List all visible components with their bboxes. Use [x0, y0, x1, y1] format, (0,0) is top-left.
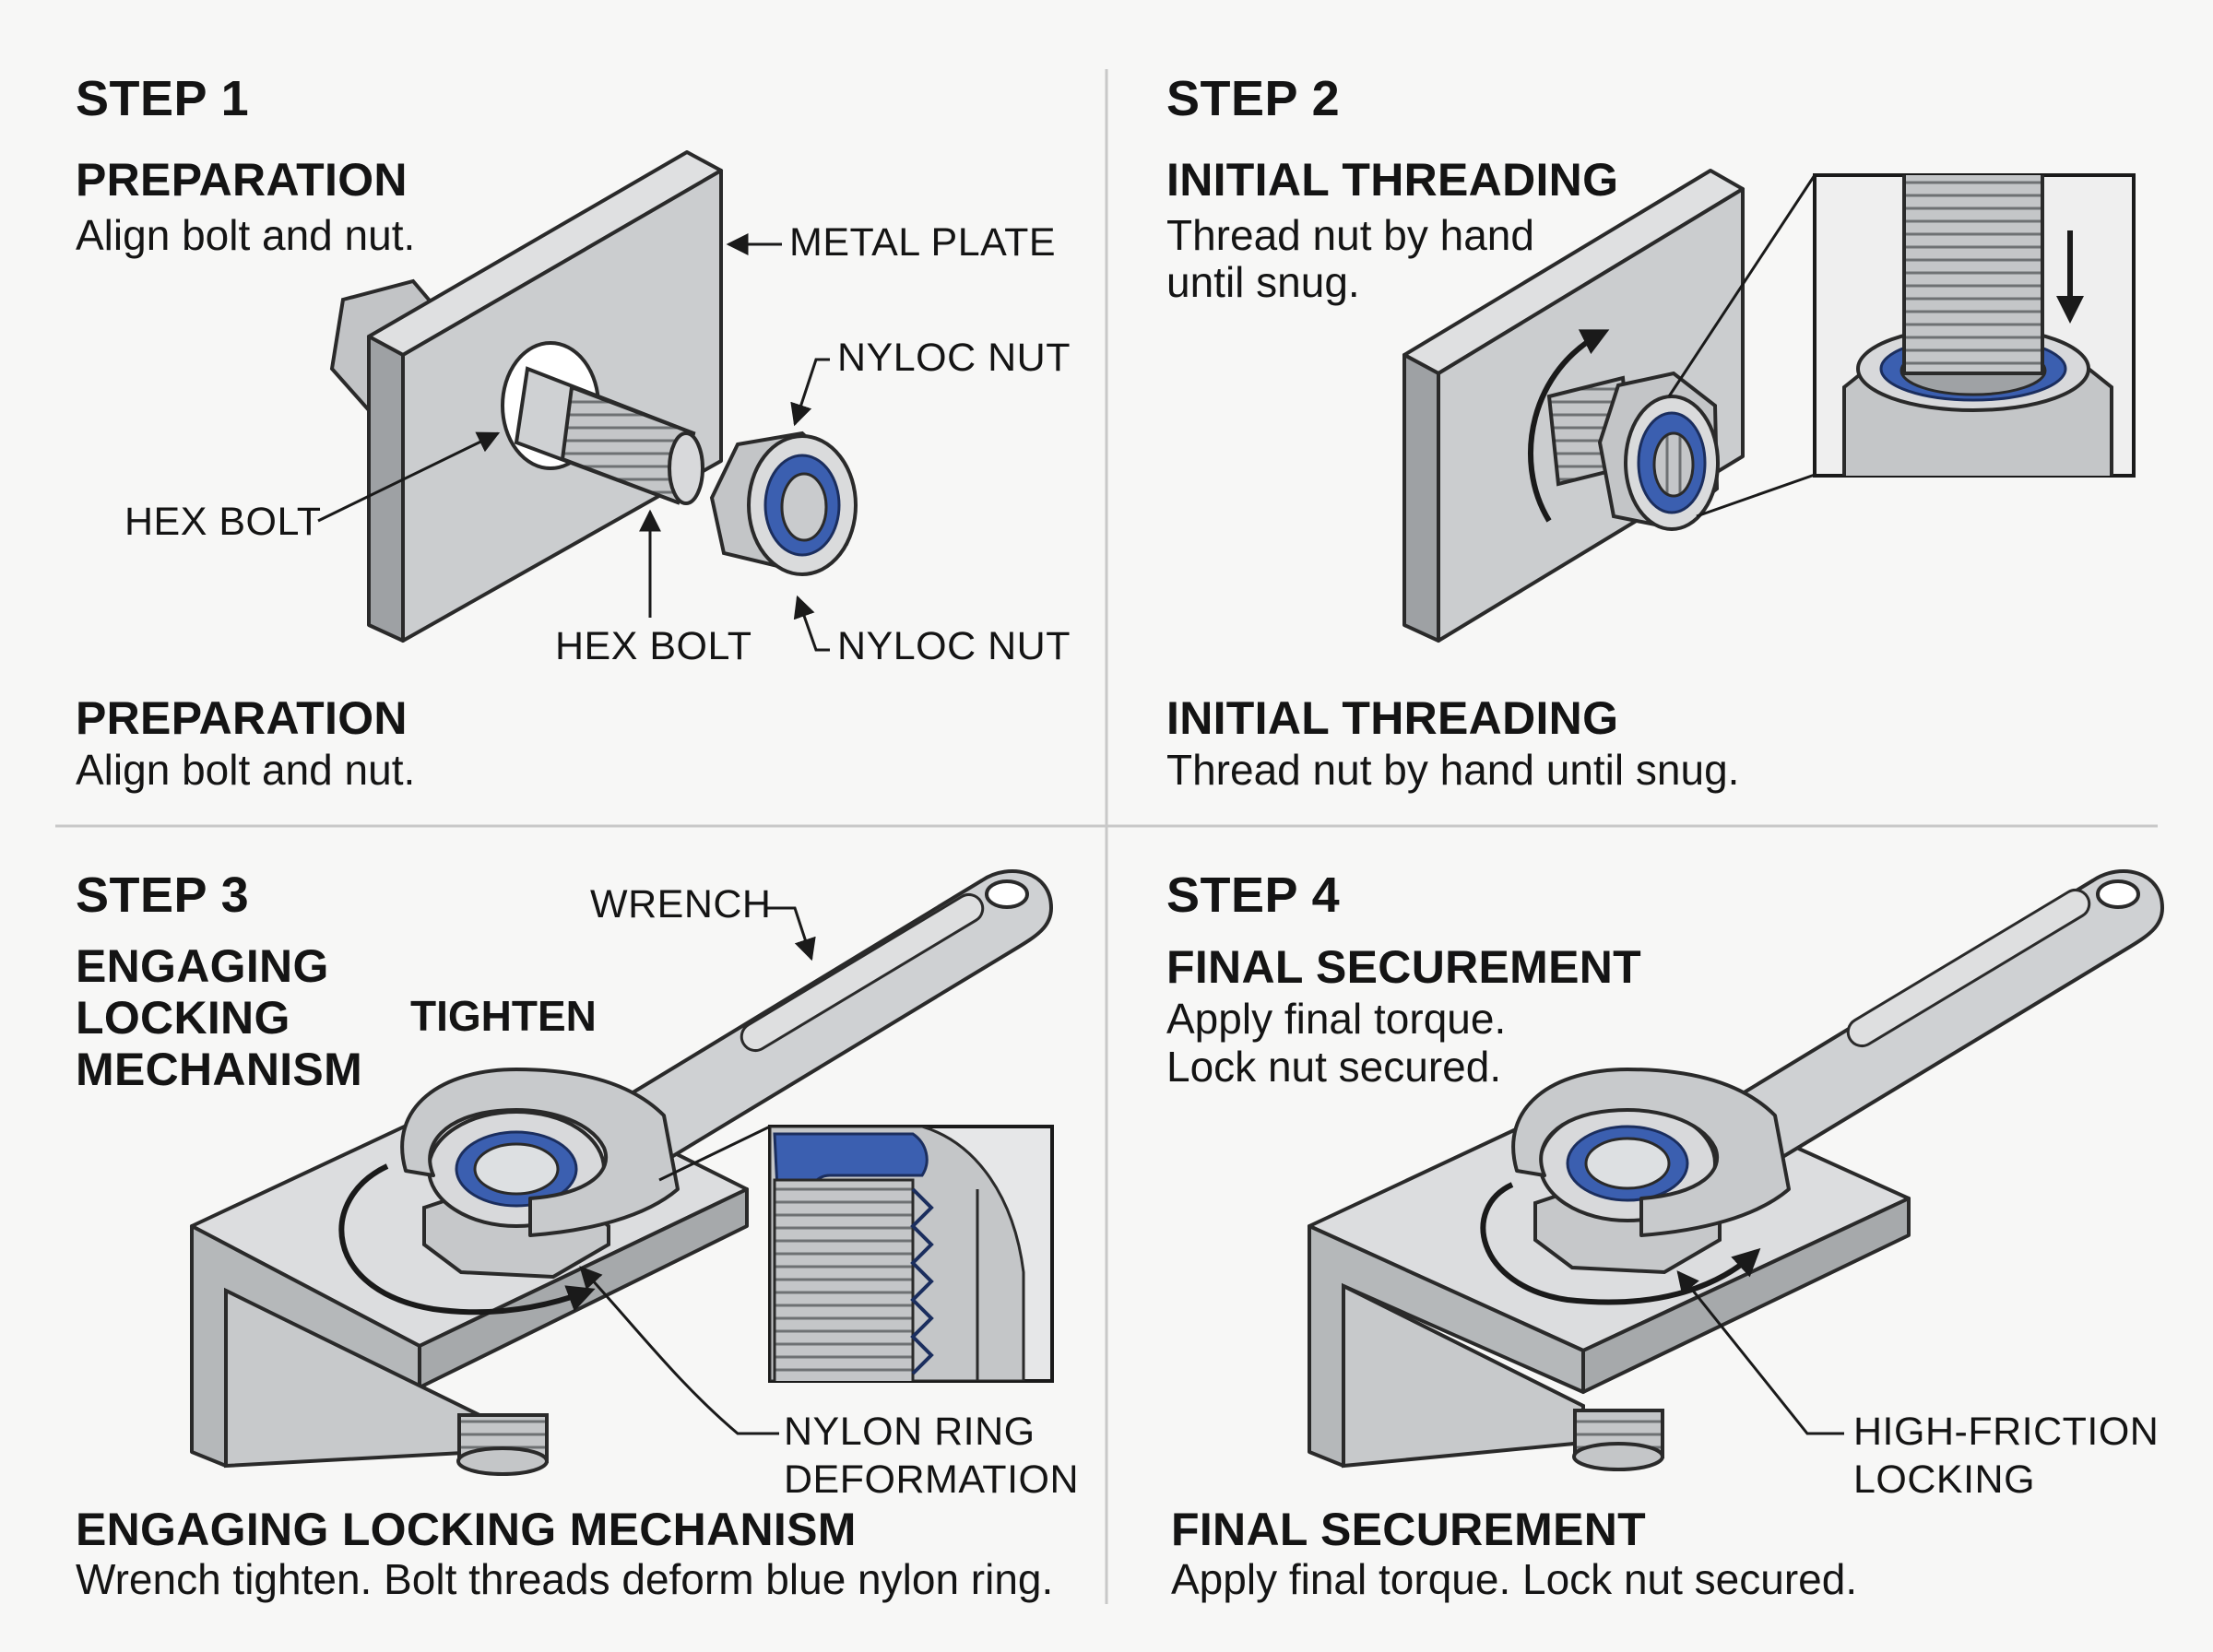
step4-caption-description: Apply final torque. Lock nut secured. — [1171, 1555, 1858, 1603]
step4-description-line2: Lock nut secured. — [1166, 1042, 1502, 1091]
step3-title-line1: ENGAGING — [76, 940, 329, 992]
callout-high-friction: HIGH-FRICTION LOCKING — [1853, 1409, 2159, 1504]
step3-title-line2: LOCKING — [76, 992, 290, 1044]
step1-number: STEP 1 — [76, 71, 250, 126]
step1-caption-title: PREPARATION — [76, 692, 408, 744]
step2-caption-title: INITIAL THREADING — [1166, 692, 1619, 744]
callout-high-friction-line1: HIGH-FRICTION — [1853, 1410, 2160, 1454]
step4-title: FINAL SECUREMENT — [1166, 941, 1642, 993]
step4-number: STEP 4 — [1166, 867, 1341, 923]
step2-illustration — [1402, 169, 2136, 643]
callout-hex-bolt-left: HEX BOLT — [124, 500, 322, 544]
callout-nylon-ring: NYLON RING DEFORMATION — [784, 1409, 1079, 1504]
step4-description: Apply final torque. Lock nut secured. — [1166, 995, 1507, 1091]
tighten-label: TIGHTEN — [410, 992, 597, 1040]
callout-nyloc-nut-top: NYLOC NUT — [837, 336, 1071, 380]
step2-description-line1: Thread nut by hand — [1166, 211, 1534, 259]
step3-caption-title: ENGAGING LOCKING MECHANISM — [76, 1504, 857, 1555]
step2-description: Thread nut by hand until snug. — [1166, 212, 1534, 305]
step2-caption-description: Thread nut by hand until snug. — [1166, 746, 1740, 794]
callout-nylon-ring-line1: NYLON RING — [784, 1410, 1035, 1454]
step3-title: ENGAGING LOCKING MECHANISM — [76, 940, 362, 1095]
step2-title: INITIAL THREADING — [1166, 154, 1619, 206]
step2-number: STEP 2 — [1166, 71, 1341, 126]
callout-wrench: WRENCH — [590, 882, 772, 926]
step3-number: STEP 3 — [76, 867, 250, 923]
step1-illustration — [317, 150, 858, 652]
callout-nylon-ring-line2: DEFORMATION — [784, 1457, 1080, 1502]
callout-high-friction-line2: LOCKING — [1853, 1457, 2036, 1502]
step3-illustration — [190, 869, 1054, 1476]
step3-title-line3: MECHANISM — [76, 1044, 363, 1095]
step1-title: PREPARATION — [76, 154, 408, 206]
step1-caption-description: Align bolt and nut. — [76, 746, 416, 794]
callout-nyloc-nut-bottom: NYLOC NUT — [837, 624, 1071, 668]
step1-description: Align bolt and nut. — [76, 211, 416, 259]
step3-caption-description: Wrench tighten. Bolt threads deform blue… — [76, 1555, 1054, 1603]
callout-hex-bolt-bottom: HEX BOLT — [555, 624, 752, 668]
step2-description-line2: until snug. — [1166, 257, 1360, 306]
callout-metal-plate: METAL PLATE — [789, 220, 1057, 265]
step4-illustration — [1308, 869, 2164, 1471]
step4-description-line1: Apply final torque. — [1166, 995, 1507, 1043]
step4-caption-title: FINAL SECUREMENT — [1171, 1504, 1647, 1555]
